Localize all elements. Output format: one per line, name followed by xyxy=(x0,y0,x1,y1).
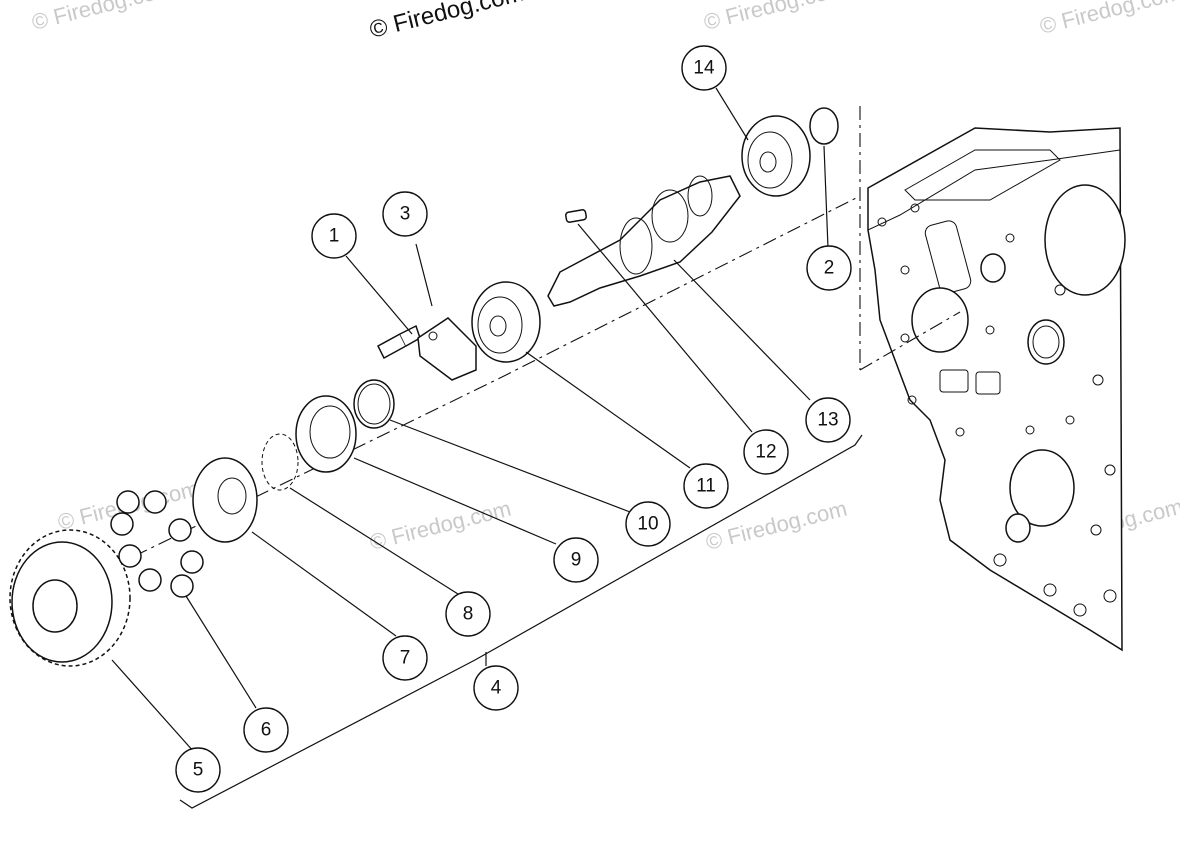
callout-label: 4 xyxy=(491,678,502,699)
seal xyxy=(295,395,357,473)
callout-13[interactable]: 13 xyxy=(805,397,851,443)
callout-label: 1 xyxy=(329,226,340,247)
callout-label: 5 xyxy=(193,760,204,781)
callout-4[interactable]: 4 xyxy=(473,665,519,711)
callout-7[interactable]: 7 xyxy=(382,635,428,681)
callout-1[interactable]: 1 xyxy=(311,213,357,259)
front-bearing xyxy=(471,281,541,363)
callout-12[interactable]: 12 xyxy=(743,429,789,475)
engine-block xyxy=(867,127,1126,652)
watermark-top-center: © Firedog.com xyxy=(367,0,527,44)
watermark-mid-center: © Firedog.com xyxy=(367,496,513,555)
callout-label: 14 xyxy=(693,58,715,79)
block-bore-axis-line xyxy=(859,311,961,371)
callout-3[interactable]: 3 xyxy=(382,191,428,237)
callout-5[interactable]: 5 xyxy=(175,747,221,793)
callout-6[interactable]: 6 xyxy=(243,707,289,753)
callout-9[interactable]: 9 xyxy=(553,537,599,583)
snap-ring xyxy=(353,379,395,429)
watermark-top-left: © Firedog.com xyxy=(29,0,175,35)
callout-label: 9 xyxy=(571,550,582,571)
woodruff-key xyxy=(565,209,587,223)
watermark-top-right-1: © Firedog.com xyxy=(701,0,847,35)
watermark-top-right-2: © Firedog.com xyxy=(1037,0,1180,39)
bolt xyxy=(377,324,421,360)
leader-lines xyxy=(111,87,829,753)
callout-2[interactable]: 2 xyxy=(806,245,852,291)
camshaft xyxy=(547,175,741,307)
callout-label: 11 xyxy=(696,476,716,497)
callout-11[interactable]: 11 xyxy=(683,463,729,509)
ball-retainer xyxy=(261,433,299,491)
callout-label: 13 xyxy=(817,410,838,431)
callout-label: 12 xyxy=(755,442,776,463)
callout-14[interactable]: 14 xyxy=(681,45,727,91)
callout-label: 2 xyxy=(824,258,835,279)
callout-label: 10 xyxy=(637,514,658,535)
callout-8[interactable]: 8 xyxy=(445,591,491,637)
callout-label: 6 xyxy=(261,720,272,741)
balls xyxy=(110,490,204,598)
callout-label: 7 xyxy=(400,648,411,669)
callout-label: 8 xyxy=(463,604,474,625)
watermark-mid-right: © Firedog.com xyxy=(703,496,849,555)
circlip xyxy=(809,107,839,145)
group-bracket-line xyxy=(179,434,863,809)
callout-10[interactable]: 10 xyxy=(625,501,671,547)
thrust-plate xyxy=(192,457,258,543)
rear-bearing xyxy=(741,115,811,197)
bearing-retainer-bracket xyxy=(417,317,477,381)
callout-label: 3 xyxy=(400,204,411,225)
gear xyxy=(9,529,131,667)
